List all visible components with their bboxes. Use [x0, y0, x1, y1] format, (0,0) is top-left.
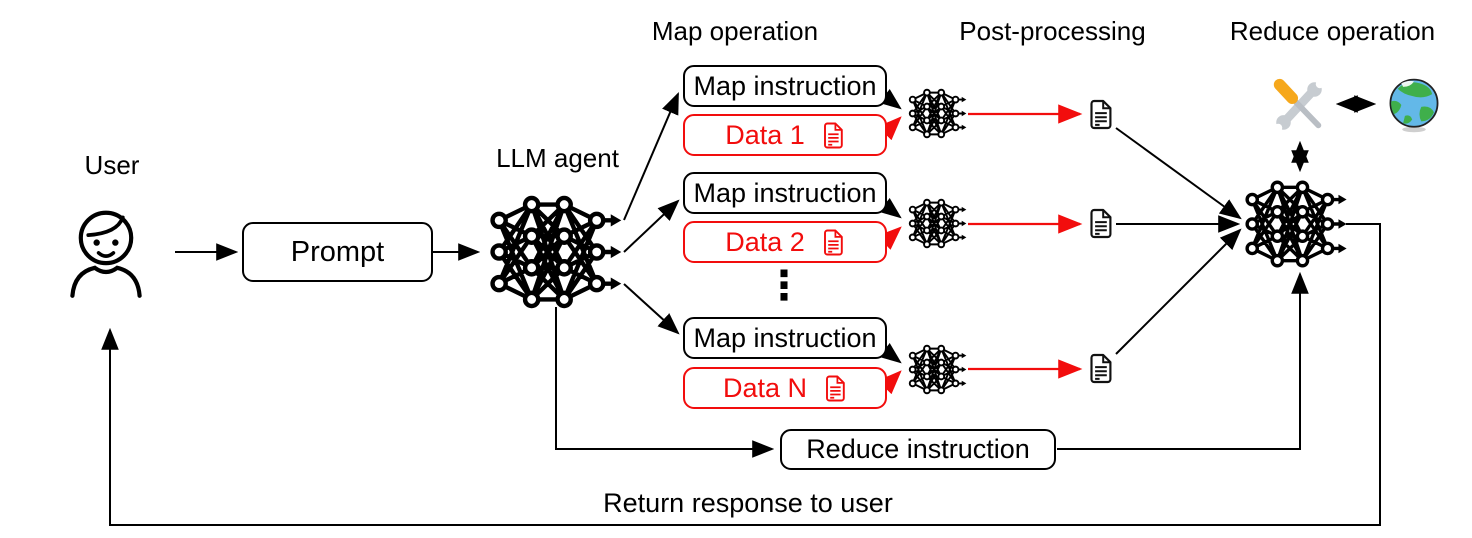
data-box-N: Data N: [683, 367, 887, 409]
data-box-1: Data 1: [683, 114, 887, 156]
data-document-icon-2: [821, 228, 845, 257]
line-llm-to-reduce-instruction: [555, 307, 775, 458]
arrow-llm-to-map1: [623, 91, 679, 221]
line-doc3-to-reduce-nn: [1115, 228, 1242, 355]
postprocess-document-icon-3: [1087, 352, 1114, 385]
postprocess-document-icon-2: [1087, 207, 1114, 240]
llm-agent-label: LLM agent: [496, 143, 619, 173]
arrow-llm-to-map2: [623, 199, 680, 253]
globe-icon: [1385, 76, 1443, 134]
postprocess-document-icon-1: [1087, 98, 1114, 131]
data-label-N: Data N: [722, 372, 808, 403]
data-label-2: Data 2: [725, 226, 805, 257]
arrow-llm-to-map3: [623, 283, 680, 335]
return-path-to-user: [101, 223, 1381, 526]
reduce-instruction-box: Reduce instruction: [780, 429, 1056, 470]
header-map-operation: Map operation: [651, 16, 819, 46]
data-document-icon-1: [821, 121, 845, 150]
prompt-box: Prompt: [242, 222, 433, 282]
reduce-worker-network-icon: [1240, 178, 1350, 270]
prompt-box-label: Prompt: [290, 235, 385, 268]
repeat-ellipsis: ⋮: [764, 264, 804, 308]
return-response-label: Return response to user: [603, 488, 893, 518]
arrow-data1-to-worker1: [877, 116, 902, 141]
arrow-data2-to-worker2: [877, 226, 902, 250]
map-instruction-label-1: Map instruction: [693, 70, 877, 101]
arrow-map2-to-worker2: [878, 197, 902, 219]
header-post-processing: Post-processing: [959, 16, 1146, 46]
user-label: User: [84, 150, 140, 180]
arrow-dataN-to-worker3: [877, 370, 902, 395]
person-icon: [64, 202, 148, 300]
map-instruction-label-2: Map instruction: [693, 177, 877, 208]
map-worker-network-icon-3: [905, 344, 969, 395]
data-label-1: Data 1: [725, 119, 805, 150]
line-doc1-to-reduce-nn: [1115, 127, 1242, 220]
data-document-icon-N: [823, 374, 847, 403]
arrow-map1-to-worker1: [878, 88, 902, 110]
tools-icon: [1266, 74, 1332, 136]
header-reduce-operation: Reduce operation: [1229, 16, 1436, 46]
data-box-2: Data 2: [683, 221, 887, 263]
reduce-instruction-label: Reduce instruction: [806, 434, 1030, 464]
arrow-map3-to-worker3: [878, 342, 902, 364]
map-worker-network-icon-1: [905, 88, 969, 139]
line-reduce-instruction-to-reduce-nn: [1057, 271, 1309, 450]
map-instruction-label-3: Map instruction: [693, 322, 877, 353]
map-instruction-box-2: Map instruction: [683, 172, 887, 214]
map-instruction-box-1: Map instruction: [683, 65, 887, 107]
map-instruction-box-3: Map instruction: [683, 317, 887, 359]
map-worker-network-icon-2: [905, 198, 969, 249]
llm-agent-neural-network-icon: [482, 194, 627, 310]
